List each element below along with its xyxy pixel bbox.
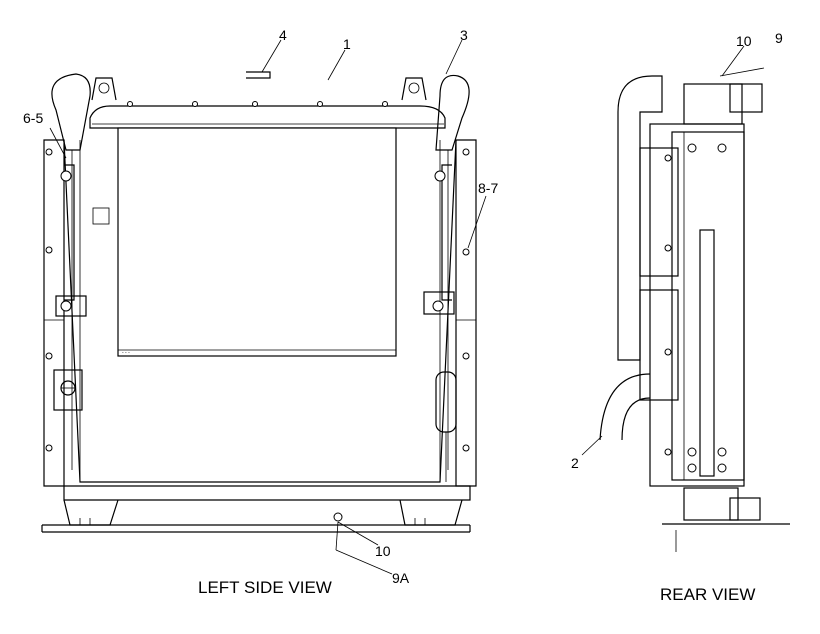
- base-skid: [41, 485, 471, 533]
- callout-10-left: 10: [375, 543, 391, 559]
- callout-9: 9: [775, 30, 783, 46]
- callout-9a: 9A: [392, 570, 410, 586]
- callout-6-5: 6-5: [23, 110, 43, 126]
- lifting-eyes: [91, 77, 427, 101]
- callout-3: 3: [460, 27, 468, 43]
- top-tank: [89, 71, 446, 129]
- left-side-view: - - -: [41, 39, 487, 575]
- callout-4: 4: [279, 27, 287, 43]
- hoses: [51, 73, 470, 151]
- callout-2: 2: [571, 455, 579, 471]
- callout-10-rear: 10: [736, 33, 752, 49]
- rear-view: [581, 45, 790, 552]
- svg-text:- - -: - - -: [122, 350, 130, 356]
- drain-plate: [53, 369, 83, 411]
- radiator-core: - - -: [92, 127, 397, 357]
- leader-lines: [49, 39, 487, 575]
- rail-bolts: [45, 148, 470, 452]
- left-view-caption: LEFT SIDE VIEW: [198, 578, 332, 597]
- callout-8-7: 8-7: [478, 180, 498, 196]
- outer-frame: [43, 139, 477, 487]
- rear-view-caption: REAR VIEW: [660, 585, 755, 604]
- callout-1: 1: [343, 36, 351, 52]
- struts: [55, 164, 457, 482]
